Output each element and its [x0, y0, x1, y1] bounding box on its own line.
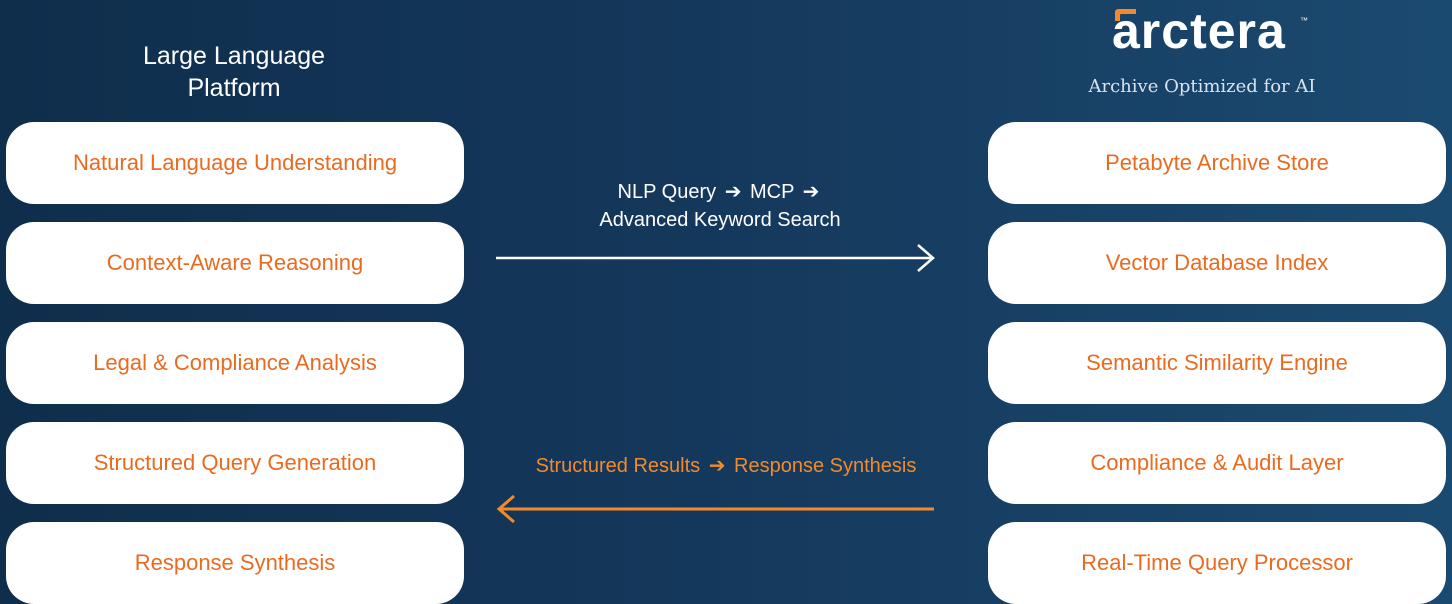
- arrow-right-icon: ➔: [708, 455, 726, 477]
- structured-results-text: Structured Results: [535, 455, 701, 477]
- arctera-subtitle: Archive Optimized for AI: [1088, 76, 1316, 97]
- card-natural-language-understanding: Natural Language Understanding: [6, 122, 464, 204]
- card-compliance-audit-layer: Compliance & Audit Layer: [988, 422, 1446, 504]
- card-petabyte-archive-store: Petabyte Archive Store: [988, 122, 1446, 204]
- response-arrow-icon: [496, 494, 934, 524]
- card-semantic-similarity-engine: Semantic Similarity Engine: [988, 322, 1446, 404]
- arrow-right-icon: ➔: [724, 181, 742, 203]
- logo-wordmark: arctera: [1112, 3, 1286, 59]
- nlp-query-text: NLP Query: [617, 181, 717, 203]
- card-response-synthesis: Response Synthesis: [6, 522, 464, 604]
- card-real-time-query-processor: Real-Time Query Processor: [988, 522, 1446, 604]
- trademark-symbol: ™: [1300, 16, 1308, 25]
- request-flow-line1: NLP Query ➔ MCP ➔: [540, 178, 900, 206]
- mcp-text: MCP: [750, 181, 795, 203]
- card-legal-compliance-analysis: Legal & Compliance Analysis: [6, 322, 464, 404]
- response-synthesis-text: Response Synthesis: [734, 455, 917, 477]
- request-flow-label: NLP Query ➔ MCP ➔ Advanced Keyword Searc…: [540, 178, 900, 234]
- llm-platform-title: Large Language Platform: [142, 42, 326, 102]
- card-vector-database-index: Vector Database Index: [988, 222, 1446, 304]
- arctera-logo: arctera ™: [1112, 2, 1322, 62]
- card-structured-query-generation: Structured Query Generation: [6, 422, 464, 504]
- response-flow-label: Structured Results ➔ Response Synthesis: [506, 452, 946, 480]
- advanced-keyword-search-text: Advanced Keyword Search: [599, 209, 841, 231]
- arrow-right-icon: ➔: [802, 181, 820, 203]
- arctera-logo-mark: [1115, 9, 1136, 21]
- card-context-aware-reasoning: Context-Aware Reasoning: [6, 222, 464, 304]
- request-arrow-icon: [496, 244, 935, 272]
